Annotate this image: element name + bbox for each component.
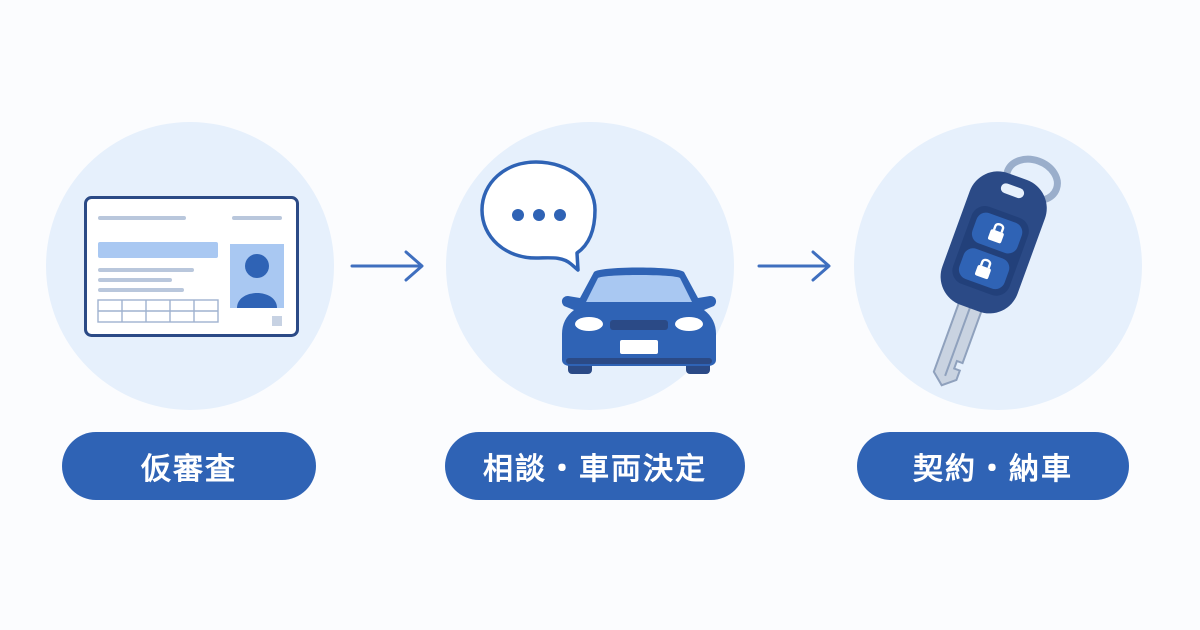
- chat-bubble-icon: [480, 160, 597, 272]
- step-2-label: 相談・車両決定: [445, 432, 745, 500]
- arrow-right-icon: [350, 250, 424, 282]
- step-3-label: 契約・納車: [857, 432, 1129, 500]
- car-icon: [561, 267, 717, 374]
- car-key-icon: [932, 155, 1061, 387]
- id-card-icon: [84, 196, 299, 337]
- step-1-label: 仮審査: [62, 432, 316, 500]
- arrow-right-icon: [757, 250, 831, 282]
